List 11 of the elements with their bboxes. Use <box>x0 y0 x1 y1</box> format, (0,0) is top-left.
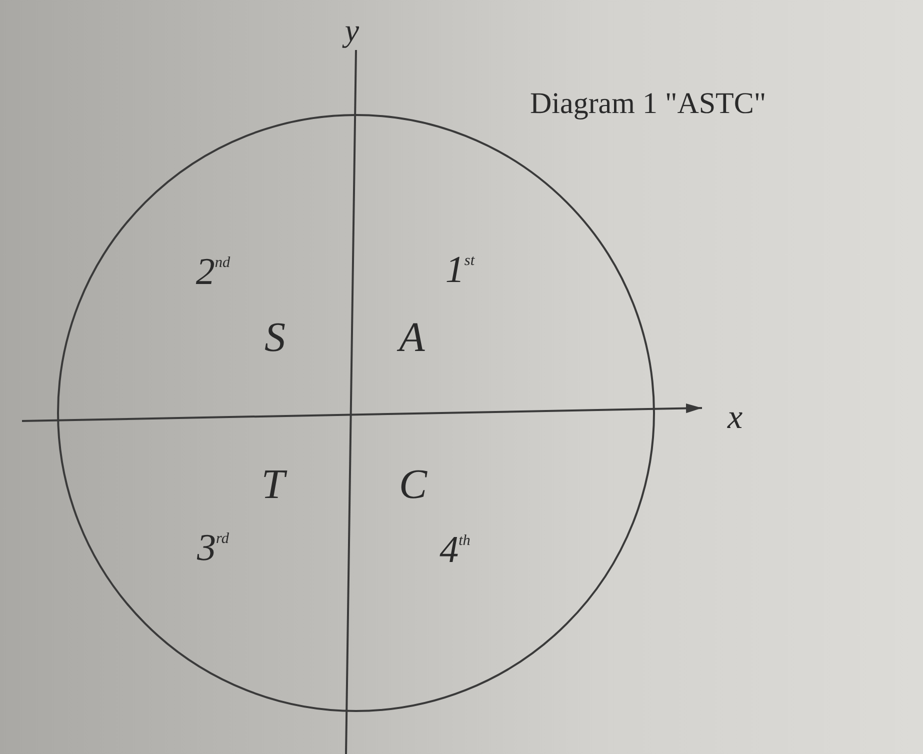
quadrant-number: 1$^{st}$ <box>445 251 475 289</box>
quadrant-number: 3$^{rd}$ <box>197 529 229 567</box>
quadrant-letter: A <box>399 317 425 359</box>
quadrant-letter: C <box>399 464 427 506</box>
quadrant-number: 2$^{nd}$ <box>196 253 230 291</box>
axis-label: x <box>727 401 743 435</box>
quadrant-number: 4$^{th}$ <box>440 531 470 569</box>
quadrant-letter: T <box>261 464 285 506</box>
quadrant-letter: S <box>264 317 286 359</box>
axis-label: y <box>344 14 360 46</box>
diagram-title: Diagram 1 "ASTC" <box>530 86 766 122</box>
